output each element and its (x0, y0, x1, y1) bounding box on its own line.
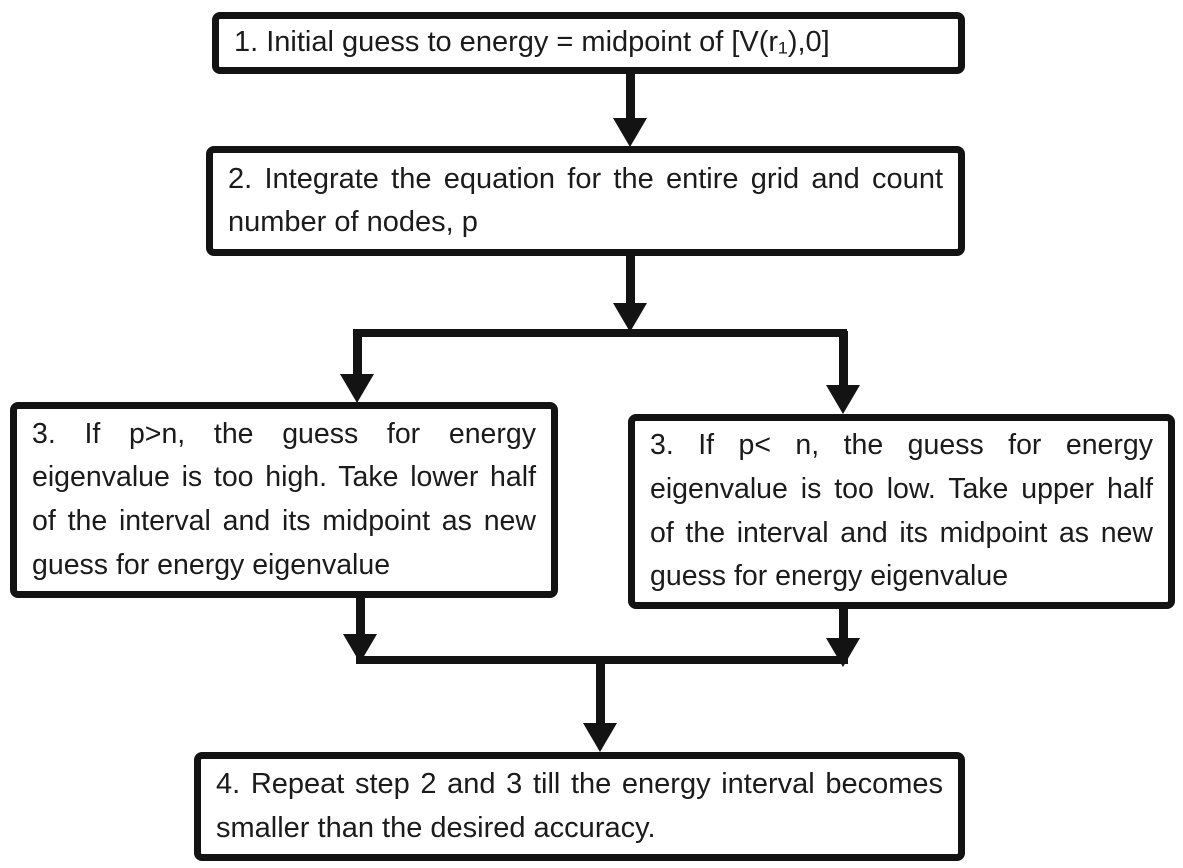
arrowhead-down-icon (583, 723, 617, 752)
arrowhead-down-icon (613, 303, 647, 332)
step3-left-text: 3. If p>n, the guess for energy eigenval… (32, 417, 536, 581)
arrow-stem (353, 331, 362, 376)
flowchart-box-step2: 2. Integrate the equation for the entire… (206, 146, 965, 256)
arrow-stem (839, 609, 848, 640)
arrow-stem (626, 256, 635, 306)
arrowhead-down-icon (826, 385, 860, 414)
flowchart-box-step3-right: 3. If p< n, the guess for energy eigenva… (628, 414, 1175, 609)
arrow-stem (356, 598, 365, 636)
step4-text: 4. Repeat step 2 and 3 till the energy i… (216, 768, 943, 844)
step3-right-text: 3. If p< n, the guess for energy eigenva… (650, 429, 1153, 593)
split-connector-line (353, 329, 847, 337)
step1-text: 1. Initial guess to energy = midpoint of… (234, 26, 830, 59)
flowchart-box-step3-left: 3. If p>n, the guess for energy eigenval… (10, 402, 558, 598)
arrow-stem (626, 73, 635, 120)
arrowhead-down-icon (340, 374, 374, 403)
merge-connector-line (356, 656, 848, 664)
step2-text: 2. Integrate the equation for the entire… (228, 162, 943, 239)
flowchart-box-step1: 1. Initial guess to energy = midpoint of… (212, 12, 965, 74)
flowchart-box-step4: 4. Repeat step 2 and 3 till the energy i… (194, 752, 965, 861)
arrow-stem (596, 661, 605, 725)
arrow-stem (839, 331, 848, 387)
arrowhead-down-icon (613, 118, 647, 147)
